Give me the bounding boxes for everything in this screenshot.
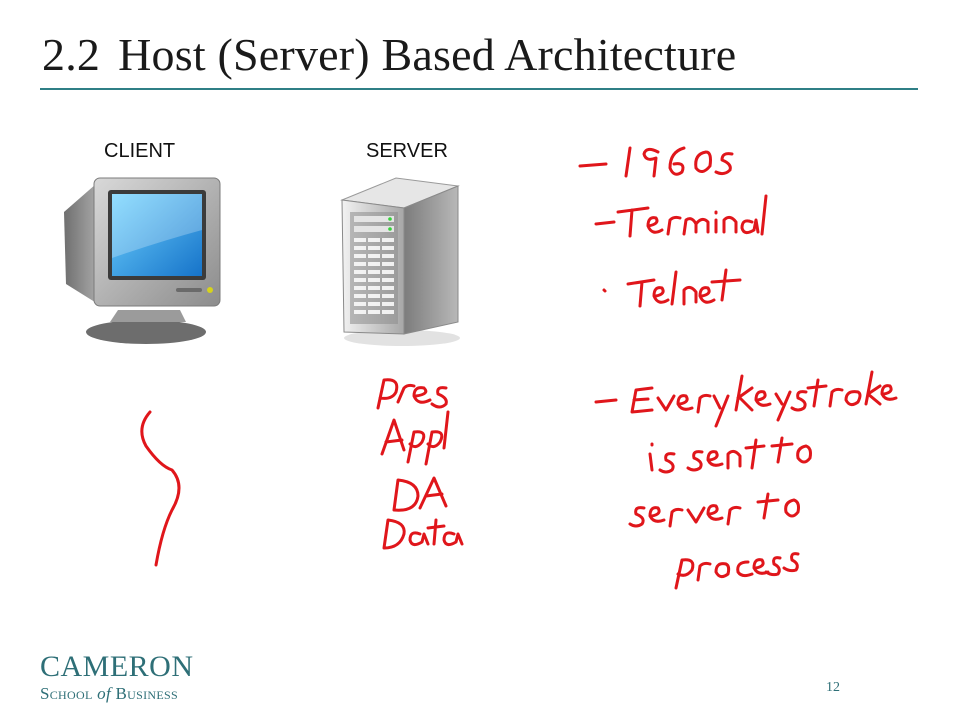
handwriting-da <box>392 476 448 512</box>
logo-of: of <box>97 684 111 703</box>
title-text: Host (Server) Based Architecture <box>118 29 737 80</box>
page-number: 12 <box>826 680 840 695</box>
handwriting-server-to <box>628 492 800 528</box>
handwriting-data <box>382 518 464 550</box>
slide-title: 2.2 Host (Server) Based Architecture <box>42 28 736 81</box>
handwriting-process <box>674 552 800 590</box>
handwriting-terminal <box>594 194 768 238</box>
handwriting-every-keystroke <box>594 370 898 428</box>
handwriting-telnet <box>602 268 742 308</box>
server-label: SERVER <box>366 140 448 162</box>
logo-school: School <box>40 684 98 703</box>
client-label: CLIENT <box>104 140 176 162</box>
server-tower-icon <box>340 177 460 346</box>
section-number: 2.2 <box>42 29 101 80</box>
handwriting-is-sent-to <box>648 436 812 474</box>
cameron-logo: CAMERON School of Business <box>40 650 194 703</box>
client-squiggle-ink <box>140 410 181 567</box>
desktop-computer-icon <box>64 177 221 344</box>
logo-line1: CAMERON <box>40 650 194 683</box>
logo-line2: School of Business <box>40 685 194 702</box>
handwriting-pres <box>376 378 448 410</box>
handwriting-appl <box>380 410 450 466</box>
title-underline <box>40 88 918 90</box>
logo-business: Business <box>110 684 178 703</box>
handwriting-1960s <box>578 146 734 178</box>
